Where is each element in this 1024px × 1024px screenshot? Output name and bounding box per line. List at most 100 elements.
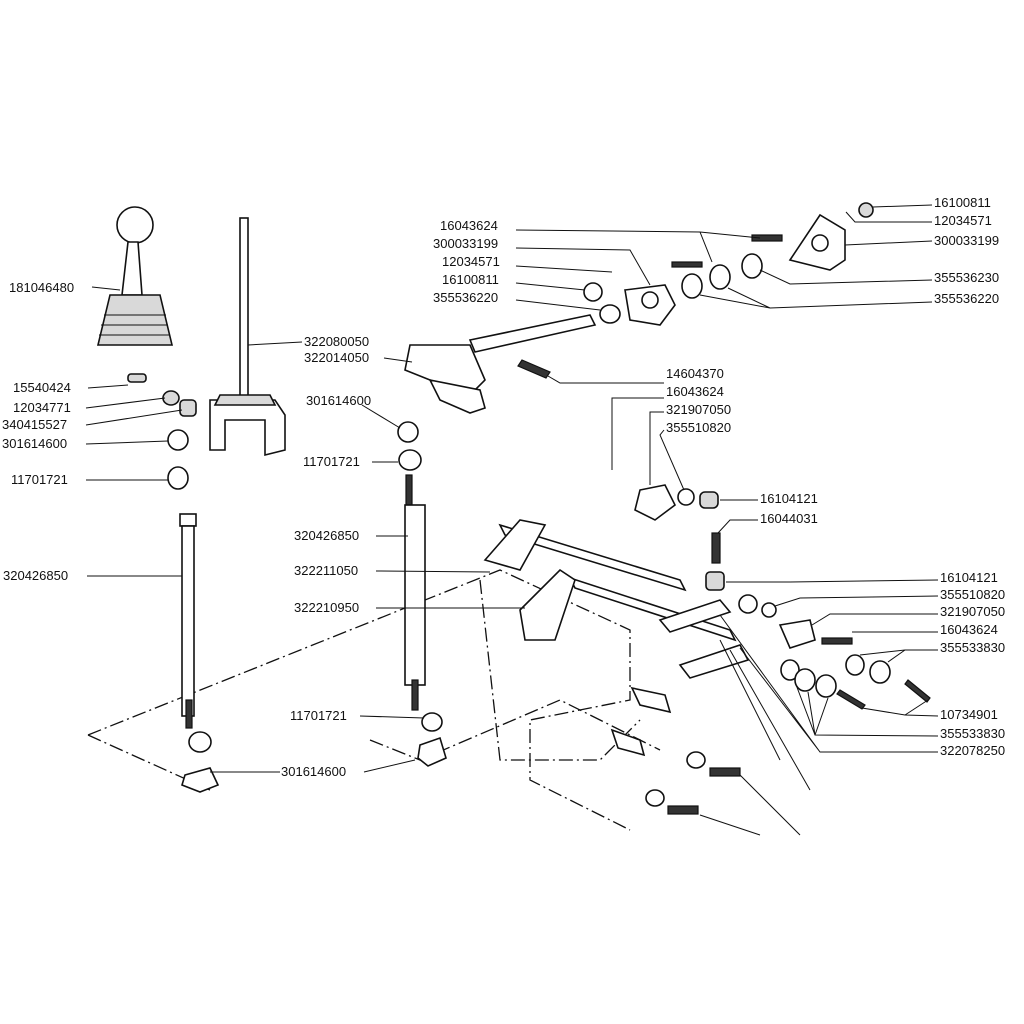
washer-ring-3: [741, 253, 763, 279]
washer-16100811-upper: [583, 282, 603, 302]
label-355536230: 355536230: [934, 270, 999, 285]
leader-355536220-upper: [515, 299, 601, 311]
washer-12034771-shape: [162, 390, 180, 406]
label-321907050-lower: 321907050: [940, 604, 1005, 619]
washer-355536220-upper: [599, 304, 621, 324]
assembly-outline-center: [479, 579, 641, 761]
label-16104121-lower: 16104121: [940, 570, 998, 585]
leader-11701721-lower: [359, 715, 425, 719]
leader-355536230: [759, 269, 933, 285]
flange-321907050-middle: [634, 484, 677, 521]
label-12034571-right: 12034571: [934, 213, 992, 228]
flange-plate-upper: [624, 284, 676, 326]
shift-rod-assembly: [209, 217, 286, 457]
nut-16104121-lower: [705, 571, 725, 591]
leader-301614600-lower: [210, 759, 416, 773]
leader-300033199-upper: [515, 247, 651, 286]
leader-355533830-lower: [794, 681, 939, 737]
ball-joint-left-lower: [181, 767, 220, 793]
leader-12034571-upper: [515, 265, 613, 273]
assembly-outline-lower: [87, 699, 661, 791]
label-355536220-right: 355536220: [934, 291, 999, 306]
label-10734901: 10734901: [940, 707, 998, 722]
label-322078250: 322078250: [940, 743, 1005, 758]
ball-joint-center-lower: [417, 736, 447, 767]
leader-355510820-lower: [774, 595, 939, 607]
label-15540424: 15540424: [13, 380, 71, 395]
leader-301614600-center: [361, 404, 401, 429]
nut-11701721-lower-center: [421, 712, 443, 732]
washer-355533830-d: [794, 668, 816, 692]
label-321907050-middle: 321907050: [666, 402, 731, 417]
bolt-16044031-shape: [711, 532, 721, 564]
label-11701721-lower: 11701721: [290, 708, 347, 723]
label-355533830-lower: 355533830: [940, 726, 1005, 741]
label-16100811-right: 16100811: [934, 195, 991, 210]
nut-11701721-lower-left: [188, 731, 212, 753]
leader-321907050-middle: [649, 411, 664, 485]
leader-340415527: [85, 409, 183, 426]
label-301614600-left: 301614600: [2, 436, 67, 451]
bolt-upper-plate: [671, 261, 703, 268]
label-320426850-left: 320426850: [3, 568, 68, 583]
shift-fork-shafts: [483, 519, 750, 679]
label-12034571-upper: 12034571: [442, 254, 500, 269]
leader-322014050: [383, 357, 413, 363]
cable-end-fittings: [610, 639, 811, 836]
label-300033199-upper: 300033199: [433, 236, 498, 251]
bolt-16043624-lower: [821, 637, 853, 645]
label-355533830-upper: 355533830: [940, 640, 1005, 655]
label-301614600-lower: 301614600: [281, 764, 346, 779]
gear-lever-with-boot: [96, 206, 174, 346]
label-11701721-left: 11701721: [11, 472, 68, 487]
washer-355533830-a: [845, 654, 865, 676]
cotter-pin-10734901-a: [836, 689, 866, 710]
leader-300033199-right: [844, 240, 933, 246]
label-322080050: 322080050: [304, 334, 369, 349]
label-16044031: 16044031: [760, 511, 818, 526]
label-16043624-upper: 16043624: [440, 218, 498, 233]
leader-181046480: [91, 286, 121, 291]
label-181046480: 181046480: [9, 280, 74, 295]
assembly-outline-left: [87, 569, 631, 831]
washer-355510820-lower: [761, 602, 777, 618]
leader-355510820-middle: [659, 429, 685, 491]
leader-16100811-right: [872, 204, 933, 208]
label-300033199-right: 300033199: [934, 233, 999, 248]
leader-12034571-right: [845, 211, 932, 223]
bolt-16043624-upper: [751, 234, 783, 242]
leader-14604370: [547, 375, 664, 384]
ball-joint-left-upper: [167, 429, 189, 451]
label-11701721-center: 11701721: [303, 454, 360, 469]
selector-shaft-lever: [404, 314, 597, 414]
leader-16044031: [717, 519, 758, 534]
label-355510820-lower: 355510820: [940, 587, 1005, 602]
label-16043624-lower: 16043624: [940, 622, 998, 637]
label-320426850-center: 320426850: [294, 528, 359, 543]
washer-355533830-e: [815, 674, 837, 698]
leader-16043624-upper: [515, 229, 761, 263]
leader-321907050-lower: [811, 613, 938, 626]
label-322211050: 322211050: [294, 563, 358, 578]
leader-322078250: [719, 614, 938, 753]
washer-355533830-b: [869, 660, 891, 684]
leader-355536220-right: [699, 287, 933, 309]
label-322210950: 322210950: [294, 600, 359, 615]
connecting-rod-left: [179, 513, 197, 729]
pin-14604370-shape: [517, 359, 551, 379]
leader-322080050: [247, 341, 303, 346]
label-14604370: 14604370: [666, 366, 724, 381]
nut-11701721-upper-left: [167, 466, 189, 490]
label-340415527: 340415527: [2, 417, 67, 432]
leader-16043624-middle: [611, 397, 664, 470]
triangular-cover-plate: [788, 202, 874, 271]
label-355510820-middle: 355510820: [666, 420, 731, 435]
leader-355533830-upper: [859, 649, 938, 663]
leader-16100811-upper: [515, 282, 586, 291]
washer-ring-1: [681, 273, 703, 299]
leader-301614600-left: [85, 440, 169, 445]
label-16043624-middle: 16043624: [666, 384, 724, 399]
washer-ring-2: [709, 264, 731, 290]
